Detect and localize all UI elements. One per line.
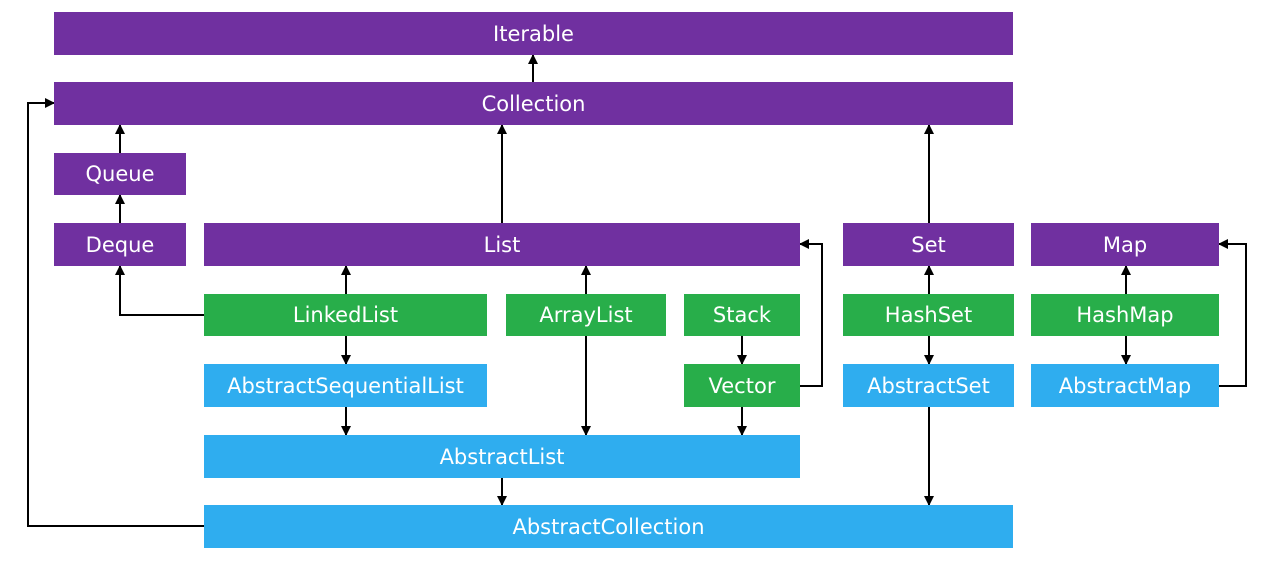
abstract-list-class: AbstractList <box>204 435 800 478</box>
abstract-set-class: AbstractSet <box>843 364 1014 407</box>
list-interface: List <box>204 223 800 266</box>
abstract-sequential-list-class: AbstractSequentialList <box>204 364 487 407</box>
map-interface: Map <box>1031 223 1219 266</box>
hash-set-class: HashSet <box>843 294 1014 336</box>
collection-interface: Collection <box>54 82 1013 125</box>
stack-class: Stack <box>684 294 800 336</box>
set-interface: Set <box>843 223 1014 266</box>
array-list-class: ArrayList <box>506 294 666 336</box>
abstract-collection-class: AbstractCollection <box>204 505 1013 548</box>
deque-interface: Deque <box>54 223 186 266</box>
edge-abstract-collection-to-collection <box>27 98 204 527</box>
edge-vector-to-list <box>799 239 823 387</box>
vector-class: Vector <box>684 364 800 407</box>
edge-linked-list-to-deque <box>115 265 204 316</box>
queue-interface: Queue <box>54 153 186 195</box>
abstract-map-class: AbstractMap <box>1031 364 1219 407</box>
edge-abstract-map-to-map <box>1218 239 1247 387</box>
iterable-interface: Iterable <box>54 12 1013 55</box>
hash-map-class: HashMap <box>1031 294 1219 336</box>
linked-list-class: LinkedList <box>204 294 487 336</box>
